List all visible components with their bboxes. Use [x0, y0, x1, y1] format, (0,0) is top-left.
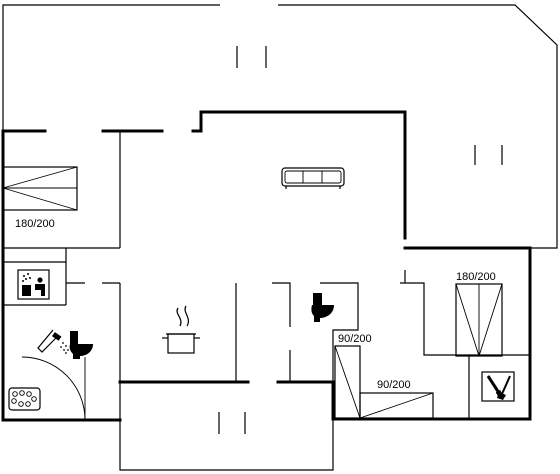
- sauna-icon: [17, 269, 50, 300]
- toilet-icon: [69, 331, 93, 359]
- cooking-pot-icon: [162, 305, 200, 354]
- exterior-walls: [1, 110, 532, 422]
- bed-bunk-horizontal: 90/200: [359, 379, 434, 419]
- sofa-icon: [281, 167, 345, 189]
- interior-walls: [3, 131, 530, 419]
- bed-bunk-vertical: 90/200: [334, 333, 372, 419]
- utility-tools-icon: [481, 371, 515, 402]
- bed-label: 180/200: [456, 271, 496, 283]
- door-swings: [21, 356, 86, 421]
- toilet-icon: [311, 293, 334, 322]
- shower-icon: [37, 329, 69, 354]
- bed-bedroom-left: 180/200: [2, 166, 78, 230]
- bed-label: 90/200: [377, 379, 411, 391]
- bed-label: 90/200: [338, 333, 372, 345]
- bed-label: 180/200: [15, 218, 55, 230]
- whirlpool-icon: [8, 387, 41, 411]
- porch-outline: [119, 382, 334, 471]
- bed-bedroom-right: 180/200: [455, 271, 503, 357]
- terrace-outline: [2, 4, 558, 249]
